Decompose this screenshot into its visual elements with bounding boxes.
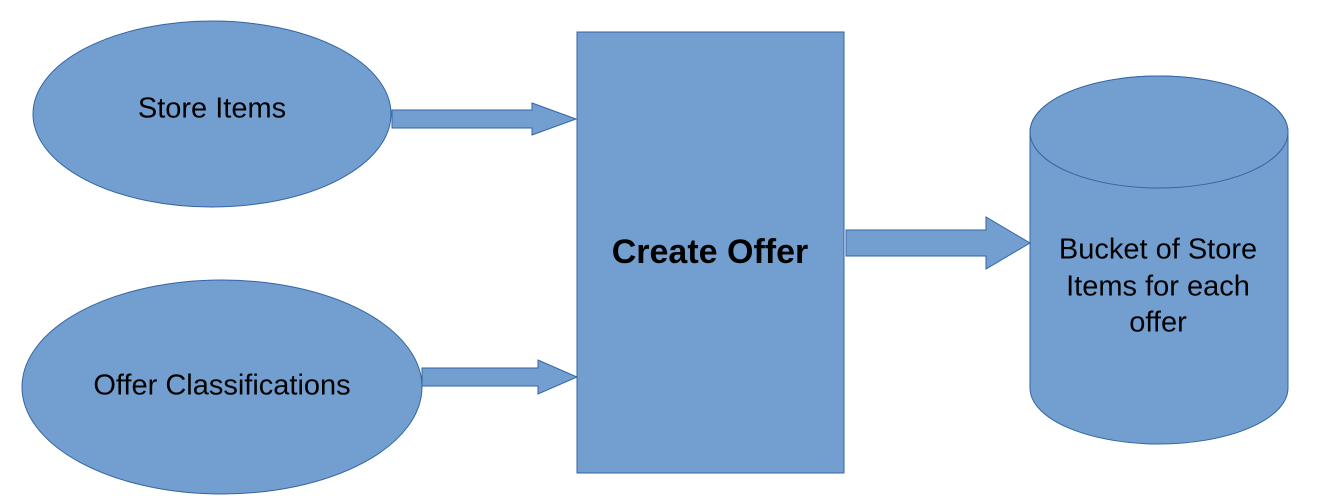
offer-classifications-ellipse <box>21 279 423 495</box>
create-offer-node: Create Offer <box>576 31 845 474</box>
offer-classifications-label: Offer Classifications <box>93 370 350 402</box>
bucket-label-line-3: offer <box>1129 307 1187 339</box>
create-offer-label: Create Offer <box>612 233 809 271</box>
bucket-label-line-2: Items for each <box>1066 271 1250 303</box>
offer-classifications-node: Offer Classifications <box>21 279 423 495</box>
bucket-label-line-1: Bucket of Store <box>1059 234 1257 266</box>
arrow-classifications-to-create-offer <box>421 359 579 395</box>
arrow-create-offer-to-bucket <box>845 216 1031 270</box>
bucket-database-node: Bucket of Store Items for each offer <box>1029 75 1289 445</box>
bucket-cylinder-top <box>1029 75 1289 189</box>
store-items-label: Store Items <box>138 93 286 125</box>
create-offer-box <box>576 31 845 474</box>
arrow-store-items-to-create-offer <box>391 102 578 136</box>
store-items-ellipse <box>32 20 392 208</box>
store-items-node: Store Items <box>32 20 392 208</box>
